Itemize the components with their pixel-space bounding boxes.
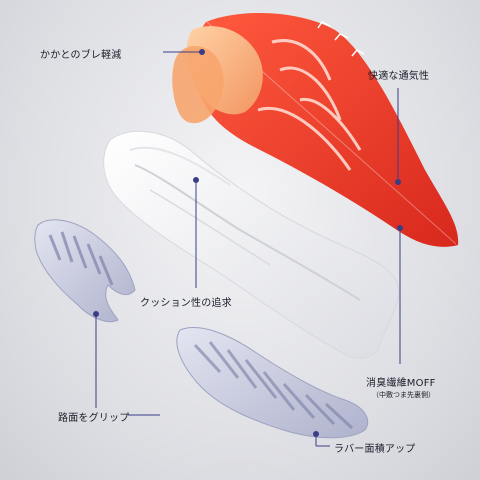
callout-rubber-area: ラバー面積アップ	[334, 444, 416, 455]
midsole	[103, 130, 400, 359]
callout-breathability: 快適な通気性	[368, 71, 430, 82]
callout-cushioning: クッション性の追求	[140, 298, 232, 309]
heel-counter	[172, 26, 263, 124]
heel-outsole	[34, 219, 136, 323]
callout-road-grip: 路面をグリップ	[58, 413, 130, 424]
forefoot-outsole	[176, 327, 369, 439]
callout-moff-fiber: 消臭繊維MOFF	[366, 378, 436, 389]
callout-moff-note: （中敷つま先裏側）	[372, 391, 435, 399]
callout-lines	[93, 49, 403, 447]
callout-heel-stability: かかとのブレ軽減	[40, 50, 122, 61]
